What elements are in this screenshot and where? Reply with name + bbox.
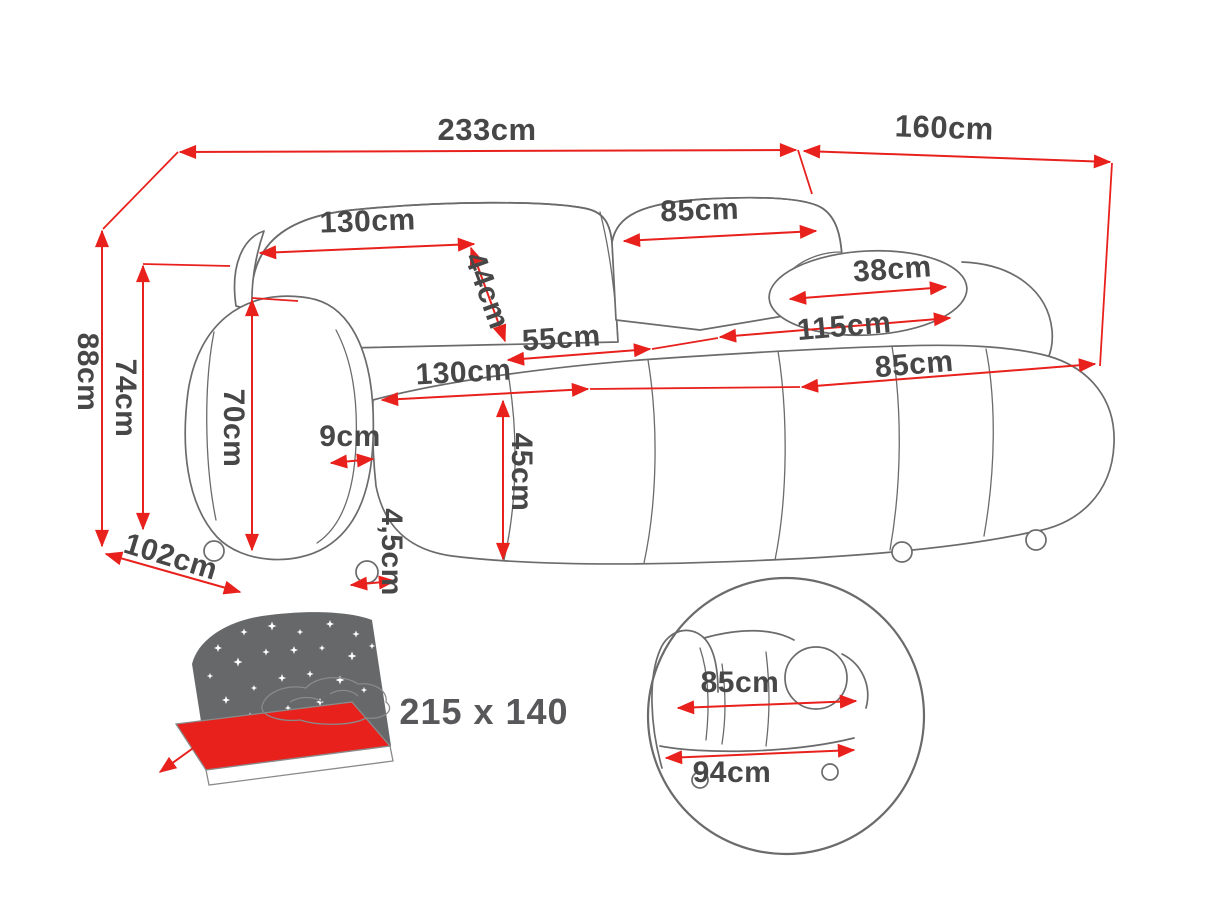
bolster-crease bbox=[793, 251, 841, 269]
dim-line-backrest-height bbox=[469, 246, 507, 343]
sleeping-function-icon: 215 x 140 bbox=[158, 612, 568, 786]
dimension-extension-lines bbox=[102, 149, 1113, 390]
label-back-height: 74cm bbox=[109, 359, 142, 438]
sleeping-size-label: 215 x 140 bbox=[399, 691, 568, 732]
dimension-labels: 233cm 160cm 130cm 85cm 44cm 55cm 130cm 3… bbox=[71, 108, 994, 596]
dim-line-overall-width bbox=[178, 143, 798, 159]
label-leg-clearance: 4,5cm bbox=[375, 508, 408, 596]
label-chaise-width: 85cm bbox=[874, 345, 955, 385]
left-armrest bbox=[184, 295, 375, 561]
dim-line-chaise-width bbox=[800, 358, 1097, 393]
detail-label-base-width: 94cm bbox=[693, 756, 772, 789]
detail-dim-line-seat-width bbox=[676, 694, 858, 715]
mattress-side bbox=[205, 745, 394, 786]
detail-label-seat-width: 85cm bbox=[701, 666, 780, 699]
label-back-right-width: 85cm bbox=[660, 193, 740, 229]
left-armrest-crease bbox=[206, 331, 217, 521]
label-armrest-depth: 102cm bbox=[120, 527, 221, 587]
left-armrest-roll bbox=[233, 230, 265, 311]
detail-view: 85cm 94cm bbox=[646, 576, 926, 856]
label-bolster-diameter: 38cm bbox=[852, 250, 933, 288]
label-armrest-edge: 9cm bbox=[319, 420, 381, 453]
dim-line-chaise-length bbox=[718, 312, 952, 343]
pullout-arrow bbox=[158, 745, 197, 773]
blanket bbox=[261, 677, 391, 725]
dimension-lines bbox=[95, 143, 1112, 595]
label-total-height: 88cm bbox=[71, 333, 104, 412]
left-armrest-inner bbox=[316, 329, 357, 544]
dim-line-bolster bbox=[788, 281, 948, 305]
dim-line-leg-clearance bbox=[349, 575, 397, 591]
label-back-left-width: 130cm bbox=[319, 203, 416, 239]
sofa-drawing bbox=[184, 196, 1115, 584]
detail-sofa-drawing bbox=[651, 629, 869, 789]
back-cushion-seam bbox=[599, 211, 619, 343]
label-overall-width: 233cm bbox=[437, 112, 536, 147]
dim-line-seat-width bbox=[380, 382, 590, 407]
detail-dim-line-base-width bbox=[664, 743, 856, 765]
blanket-fold-lines bbox=[289, 689, 359, 703]
label-seat-depth: 55cm bbox=[521, 319, 602, 357]
detail-circle bbox=[646, 576, 926, 856]
dim-line-seat-depth bbox=[506, 343, 652, 366]
label-seat-width: 130cm bbox=[415, 354, 513, 392]
label-overall-depth: 160cm bbox=[894, 108, 994, 146]
label-armrest-height: 70cm bbox=[217, 389, 250, 468]
dim-line-back-right bbox=[622, 224, 818, 248]
dim-line-armrest-depth bbox=[104, 551, 242, 595]
label-seat-height: 45cm bbox=[505, 433, 538, 512]
dim-line-overall-depth bbox=[802, 144, 1112, 169]
dim-line-back-left bbox=[258, 237, 476, 260]
dim-line-armrest-edge bbox=[329, 453, 375, 469]
label-chaise-length: 115cm bbox=[796, 306, 893, 347]
